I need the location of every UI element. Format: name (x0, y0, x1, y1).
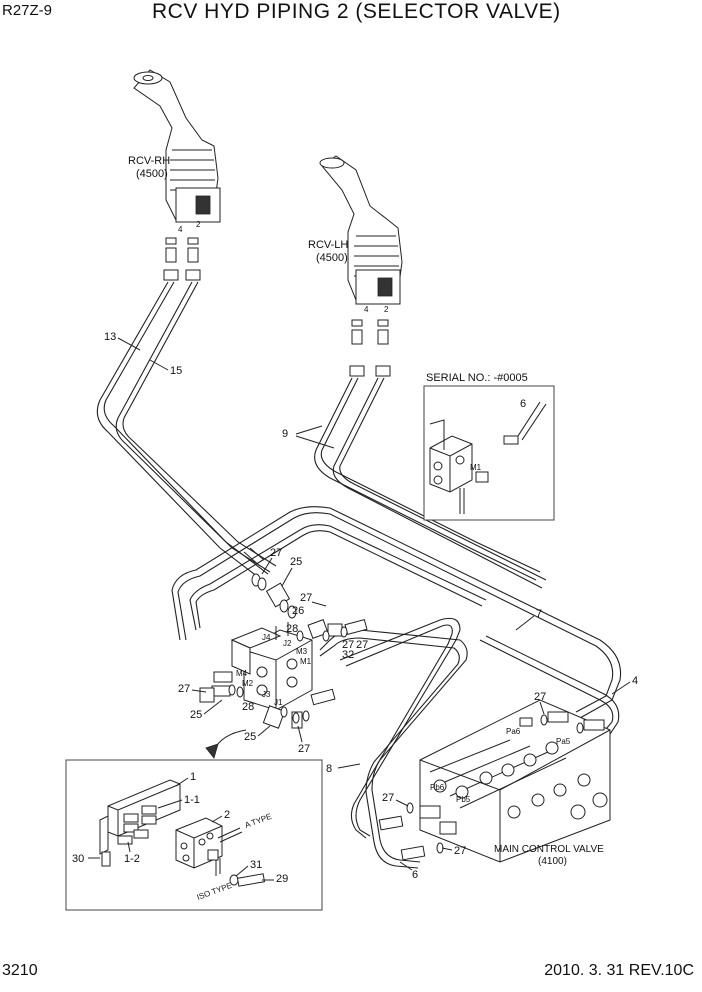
port-j1: J1 (274, 698, 283, 707)
port-m1: M1 (300, 657, 312, 666)
mcv-code: (4100) (538, 856, 567, 867)
page-number: 3210 (2, 962, 38, 979)
revision-date: 2010. 3. 31 REV.10C (544, 962, 694, 979)
detail-callout-30: 30 (72, 853, 84, 865)
callout-6: 6 (412, 869, 418, 881)
callout-9: 9 (282, 428, 288, 440)
callout-15: 15 (170, 365, 182, 377)
rcv-lh-port-2: 2 (384, 305, 389, 314)
port-m3: M3 (296, 647, 308, 656)
callout-27-c: 27 (342, 639, 354, 651)
port-j4: J4 (262, 633, 271, 642)
model-code: R27Z-9 (2, 2, 53, 19)
port-j2: J2 (283, 639, 292, 648)
port-m4: M4 (236, 669, 248, 678)
port-j3: J3 (262, 690, 271, 699)
page-title: RCV HYD PIPING 2 (SELECTOR VALVE) (152, 0, 561, 23)
detail-callout-1: 1 (190, 771, 196, 783)
port-pb6: Pb6 (430, 783, 445, 792)
detail-arrow (205, 729, 247, 759)
callout-27-a: 27 (270, 547, 282, 559)
rcv-lh-joystick: 4 2 RCV-LH (4500) (308, 155, 403, 377)
port-pa6: Pa6 (506, 727, 521, 736)
serial-port-m1: M1 (470, 463, 482, 472)
detail-callout-2: 2 (224, 809, 230, 821)
rcv-rh-code: (4500) (136, 168, 168, 180)
detail-callout-1-2: 1-2 (124, 853, 140, 865)
callout-26: 26 (292, 605, 304, 617)
callout-8: 8 (326, 763, 332, 775)
serial-callout-6: 6 (520, 398, 526, 410)
callout-28-a: 28 (286, 623, 298, 635)
rcv-lh-port-4: 4 (364, 305, 369, 314)
callout-27-f: 27 (298, 743, 310, 755)
callout-13: 13 (104, 331, 116, 343)
hose-9 (314, 377, 547, 589)
selector-valve-block (199, 573, 368, 729)
detail-callout-29: 29 (276, 873, 288, 885)
rcv-rh-joystick: 4 2 RCV-RH (4500) (128, 69, 221, 281)
header: R27Z-9 RCV HYD PIPING 2 (SELECTOR VALVE) (0, 0, 702, 36)
hose-13-15 (96, 281, 277, 581)
rcv-rh-port-4: 4 (178, 225, 183, 234)
callout-25-c: 25 (244, 731, 256, 743)
callout-27-e: 27 (178, 683, 190, 695)
serial-title: SERIAL NO.: -#0005 (426, 372, 528, 384)
callout-32: 32 (342, 649, 354, 661)
rcv-lh-code: (4500) (316, 252, 348, 264)
callout-25-b: 25 (190, 709, 202, 721)
main-control-valve (419, 699, 611, 863)
callout-7: 7 (536, 608, 542, 620)
callout-25-a: 25 (290, 556, 302, 568)
port-m2: M2 (242, 679, 254, 688)
rcv-rh-port-2: 2 (196, 220, 201, 229)
callout-28-b: 28 (242, 701, 254, 713)
mcv-fittings (378, 711, 605, 861)
port-pb5: Pb5 (456, 795, 471, 804)
callout-27-i: 27 (454, 845, 466, 857)
callout-27-b: 27 (300, 592, 312, 604)
detail-inset (65, 759, 323, 911)
rcv-lh-name: RCV-LH (308, 239, 348, 251)
mcv-name: MAIN CONTROL VALVE (494, 844, 604, 855)
callout-27-d: 27 (356, 639, 368, 651)
detail-callout-1-1: 1-1 (184, 794, 200, 806)
detail-callout-31: 31 (250, 859, 262, 871)
rcv-rh-name: RCV-RH (128, 155, 170, 167)
callout-27-g: 27 (534, 691, 546, 703)
port-pa5: Pa5 (556, 737, 571, 746)
callout-4: 4 (632, 675, 638, 687)
serial-inset (423, 385, 555, 521)
callout-27-h: 27 (382, 792, 394, 804)
